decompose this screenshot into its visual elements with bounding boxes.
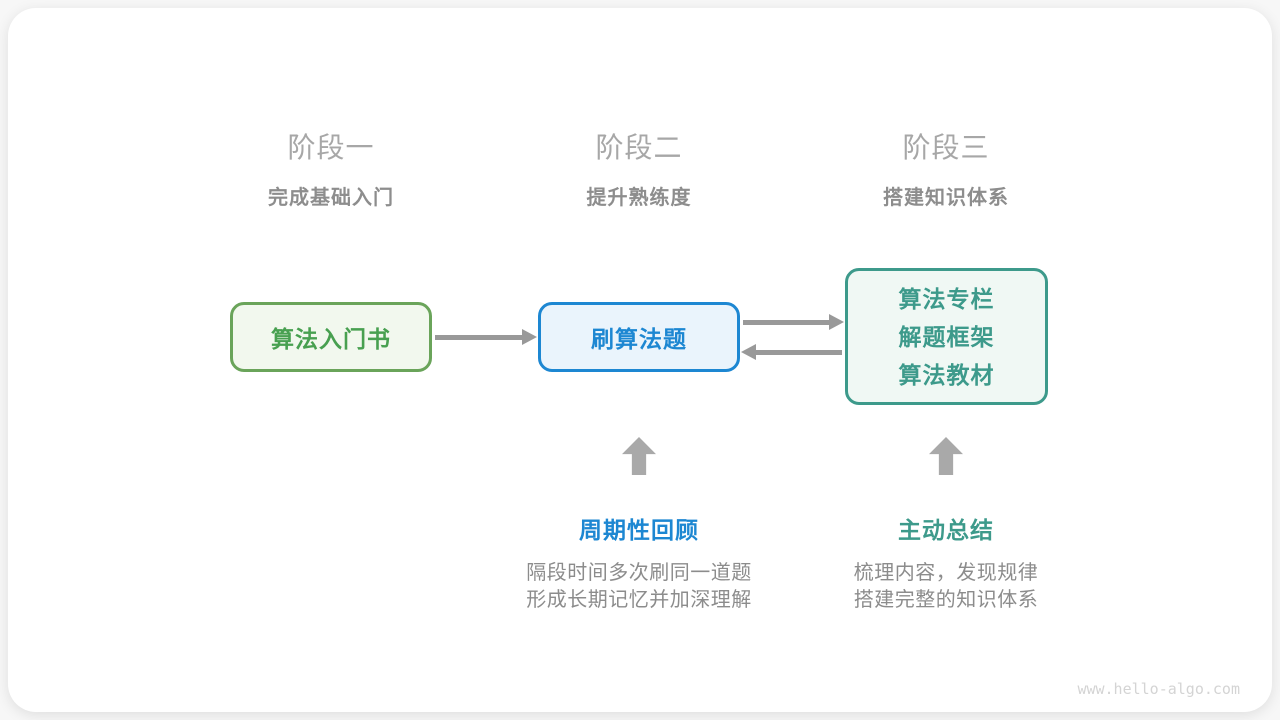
node-practice-problems: 刷算法题 xyxy=(538,302,740,372)
arrow-shaft xyxy=(756,349,842,355)
annotation-summary-description: 梳理内容，发现规律 搭建完整的知识体系 xyxy=(786,560,1106,614)
node-resources-line-3: 算法教材 xyxy=(898,361,995,388)
annotation-summary-line-1: 梳理内容，发现规律 xyxy=(853,562,1039,584)
arrow-head-left-icon xyxy=(741,344,756,360)
stage-2-title: 阶段二 xyxy=(595,132,683,163)
annotation-review-heading: 周期性回顾 xyxy=(579,517,699,543)
arrow-right-practice-to-resources xyxy=(743,314,844,330)
stage-3-subtitle: 搭建知识体系 xyxy=(883,187,1009,209)
stage-3-title: 阶段三 xyxy=(902,132,990,163)
annotation-summary-heading: 主动总结 xyxy=(898,517,994,543)
annotation-review-description: 隔段时间多次刷同一道题 形成长期记忆并加深理解 xyxy=(479,560,799,614)
arrow-shaft xyxy=(743,319,829,325)
stage-1-subtitle: 完成基础入门 xyxy=(268,187,394,209)
arrow-head-right-icon xyxy=(522,329,537,345)
arrow-left-resources-to-practice xyxy=(741,344,842,360)
stage-1-title: 阶段一 xyxy=(287,132,375,163)
annotation-review-line-2: 形成长期记忆并加深理解 xyxy=(526,589,752,611)
stage-2-subtitle: 提升熟练度 xyxy=(586,187,692,209)
arrow-head-right-icon xyxy=(829,314,844,330)
annotation-review-line-1: 隔段时间多次刷同一道题 xyxy=(526,562,752,584)
watermark-url: www.hello-algo.com xyxy=(1077,680,1240,698)
node-intro-book: 算法入门书 xyxy=(230,302,432,372)
arrow-right-book-to-practice xyxy=(435,329,537,345)
node-resources-line-2: 解题框架 xyxy=(898,323,995,350)
node-resources-line-1: 算法专栏 xyxy=(898,285,995,312)
node-practice-problems-label: 刷算法题 xyxy=(591,326,687,352)
annotation-summary-line-2: 搭建完整的知识体系 xyxy=(853,589,1039,611)
arrow-shaft xyxy=(435,334,522,340)
node-intro-book-label: 算法入门书 xyxy=(271,326,391,352)
node-knowledge-resources: 算法专栏 解题框架 算法教材 xyxy=(845,268,1048,405)
